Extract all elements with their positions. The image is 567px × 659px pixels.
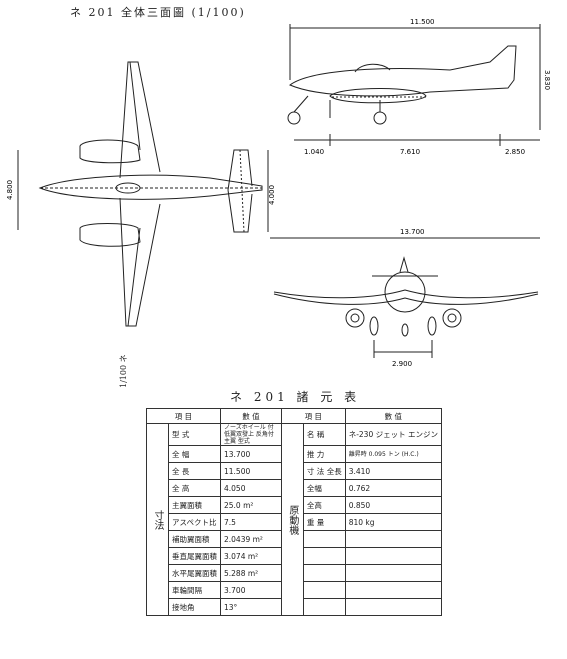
cell-value: 13.700 xyxy=(220,445,282,463)
cell-ritem xyxy=(302,598,346,616)
cell-value: 25.0 m² xyxy=(220,496,282,514)
cell-item: 主翼面積 xyxy=(168,496,221,514)
spec-table-header: 項 目 數 值 項 目 數 值 xyxy=(146,408,443,424)
cell-item: 補助翼面積 xyxy=(168,530,221,548)
cell-value: 2.0439 m² xyxy=(220,530,282,548)
cell-rvalue: 離昇時 0.095 トン (H.C.) xyxy=(344,445,443,463)
cell-item: 水平尾翼面積 xyxy=(168,564,221,582)
spec-table: 項 目 數 值 項 目 數 值 寸法型 式ノーズホイール 付低翼双發上 反角付 … xyxy=(146,408,443,616)
side-view xyxy=(287,24,541,146)
cell-item: 全 長 xyxy=(168,462,221,480)
cell-ritem: 名 稱 xyxy=(302,423,346,446)
scale-note: 1/100 ネ xyxy=(119,354,128,388)
header-value: 數 值 xyxy=(220,408,282,424)
header-rvalue: 數 值 xyxy=(344,408,443,424)
cell-ritem xyxy=(302,530,346,548)
cell-rvalue: ネ-230 ジェット エンジン xyxy=(344,423,443,446)
tail-height-label: 3.830 xyxy=(543,70,551,90)
left-category: 寸法 xyxy=(146,423,169,616)
cell-rvalue xyxy=(344,547,443,565)
span-label: 13.700 xyxy=(400,228,425,236)
cell-value: 5.288 m² xyxy=(220,564,282,582)
cell-item: 全 幅 xyxy=(168,445,221,463)
cell-item: 垂直尾翼面積 xyxy=(168,547,221,565)
page-title: ネ 201 全体三面圖 (1/100) xyxy=(70,6,246,19)
cell-value: 7.5 xyxy=(220,513,282,531)
cell-value: 3.700 xyxy=(220,581,282,599)
cell-item: 車輪間隔 xyxy=(168,581,221,599)
cell-ritem: 全高 xyxy=(302,496,346,514)
plan-view xyxy=(17,61,269,327)
overall-length-label: 11.500 xyxy=(410,18,435,26)
mid-length-label: 7.610 xyxy=(400,148,420,156)
cell-rvalue xyxy=(344,598,443,616)
cell-rvalue: 810 kg xyxy=(344,513,443,531)
cell-ritem: 重 量 xyxy=(302,513,346,531)
cell-ritem: 寸 法 全長 xyxy=(302,462,346,480)
cell-value: ノーズホイール 付低翼双發上 反角付 主翼 型式 xyxy=(220,423,282,446)
nose-offset-label: 1.040 xyxy=(304,148,324,156)
cell-value: 3.074 m² xyxy=(220,547,282,565)
header-item: 項 目 xyxy=(146,408,221,424)
cell-rvalue xyxy=(344,530,443,548)
tail-offset-label: 2.850 xyxy=(505,148,525,156)
cell-ritem xyxy=(302,547,346,565)
tail-span-label: 4.000 xyxy=(268,185,276,205)
header-ritem: 項 目 xyxy=(280,408,346,424)
cell-rvalue: 3.410 xyxy=(344,462,443,480)
cell-rvalue: 0.850 xyxy=(344,496,443,514)
cell-value: 13° xyxy=(220,598,282,616)
cell-rvalue xyxy=(344,564,443,582)
cell-value: 11.500 xyxy=(220,462,282,480)
cell-ritem: 推 力 xyxy=(302,445,346,463)
cell-value: 4.050 xyxy=(220,479,282,497)
three-view-drawing: 11.500 3.830 1.040 7.610 2.850 13.700 4.… xyxy=(6,18,551,368)
cell-item: 全 高 xyxy=(168,479,221,497)
cell-rvalue: 0.762 xyxy=(344,479,443,497)
cell-item: アスペクト比 xyxy=(168,513,221,531)
body-height-label: 4.800 xyxy=(6,180,14,200)
front-view xyxy=(270,237,540,358)
cell-ritem xyxy=(302,564,346,582)
spec-table-title: ネ 201 諸 元 表 xyxy=(230,390,361,404)
cell-ritem: 全幅 xyxy=(302,479,346,497)
cell-ritem xyxy=(302,581,346,599)
cell-rvalue xyxy=(344,581,443,599)
cell-item: 型 式 xyxy=(168,423,221,446)
cell-item: 接地角 xyxy=(168,598,221,616)
right-category: 原動機 xyxy=(280,423,304,616)
table-row: 寸法型 式ノーズホイール 付低翼双發上 反角付 主翼 型式原動機名 稱ネ-230… xyxy=(146,423,443,616)
track-label: 2.900 xyxy=(392,360,412,368)
